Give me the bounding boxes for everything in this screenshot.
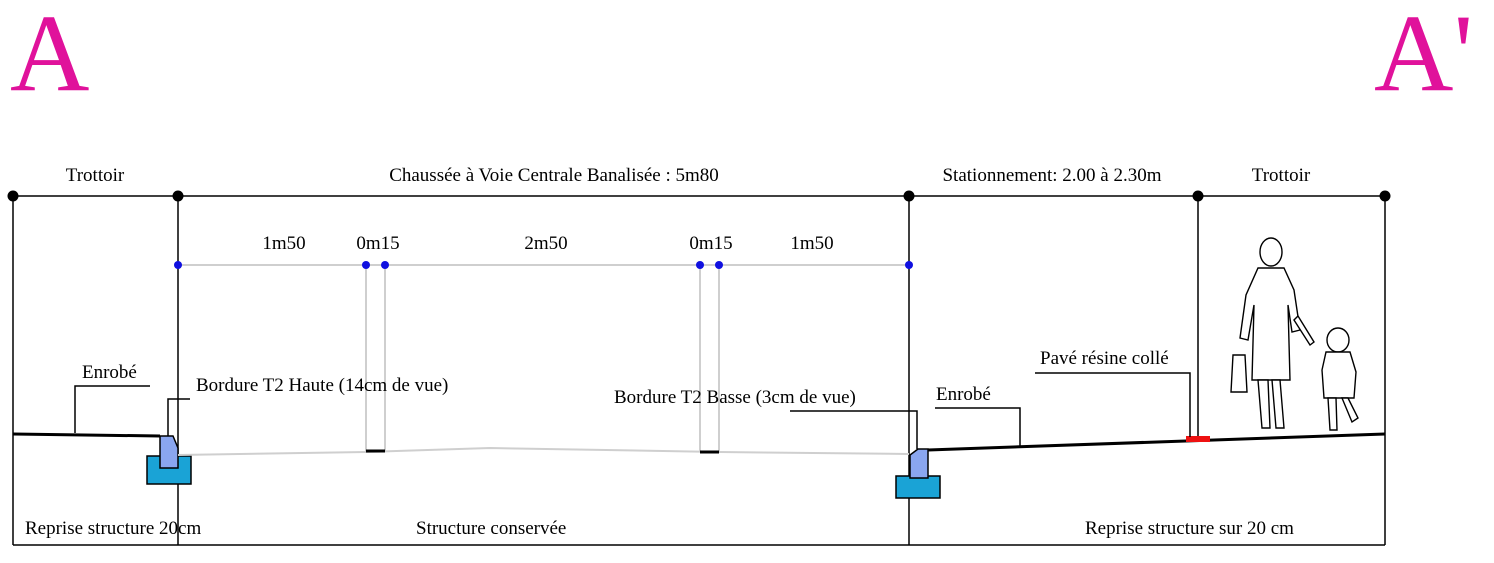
curb-foundation-right — [895, 475, 941, 499]
label-curb-high: Bordure T2 Haute (14cm de vue) — [196, 375, 448, 396]
leader-pave — [1035, 372, 1191, 437]
section-start-label: A — [10, 0, 89, 114]
leader-curb-high — [167, 398, 190, 436]
leader-enrobe-left — [74, 385, 150, 433]
zone-label-parking: Stationnement: 2.00 à 2.30m — [942, 165, 1161, 186]
pave-marker — [1186, 436, 1210, 442]
left-sidewalk-surface — [12, 432, 161, 438]
curb-low-right — [909, 448, 929, 479]
right-surface — [927, 432, 1386, 452]
label-curb-low: Bordure T2 Basse (3cm de vue) — [614, 387, 856, 408]
dim-lane-left: 1m50 — [262, 233, 305, 254]
dimension-dot — [362, 261, 370, 269]
section-end-label: A' — [1374, 0, 1473, 114]
leader-enrobe-right — [935, 407, 1021, 446]
leader-curb-low — [790, 410, 918, 449]
label-enrobe-right: Enrobé — [936, 384, 991, 405]
dimension-dot — [174, 261, 182, 269]
label-pave: Pavé résine collé — [1040, 348, 1169, 369]
label-structure-right: Reprise structure sur 20 cm — [1085, 518, 1294, 539]
zone-label-right-sidewalk: Trottoir — [1252, 165, 1311, 186]
label-structure-center: Structure conservée — [416, 518, 566, 539]
zone-label-carriageway: Chaussée à Voie Centrale Banalisée : 5m8… — [389, 165, 719, 186]
dim-center: 2m50 — [524, 233, 567, 254]
road-surface — [177, 446, 910, 456]
dim-sep-right: 0m15 — [689, 233, 732, 254]
dimension-dot — [715, 261, 723, 269]
dim-sep-left: 0m15 — [356, 233, 399, 254]
curb-high-left — [159, 435, 179, 469]
dim-lane-right: 1m50 — [790, 233, 833, 254]
dimension-dot — [381, 261, 389, 269]
label-enrobe-left: Enrobé — [82, 362, 137, 383]
zone-label-left-sidewalk: Trottoir — [66, 165, 125, 186]
label-structure-left: Reprise structure 20cm — [25, 518, 201, 539]
pedestrians-icon — [1230, 237, 1359, 431]
dimension-dot — [905, 261, 913, 269]
dimension-dot — [696, 261, 704, 269]
